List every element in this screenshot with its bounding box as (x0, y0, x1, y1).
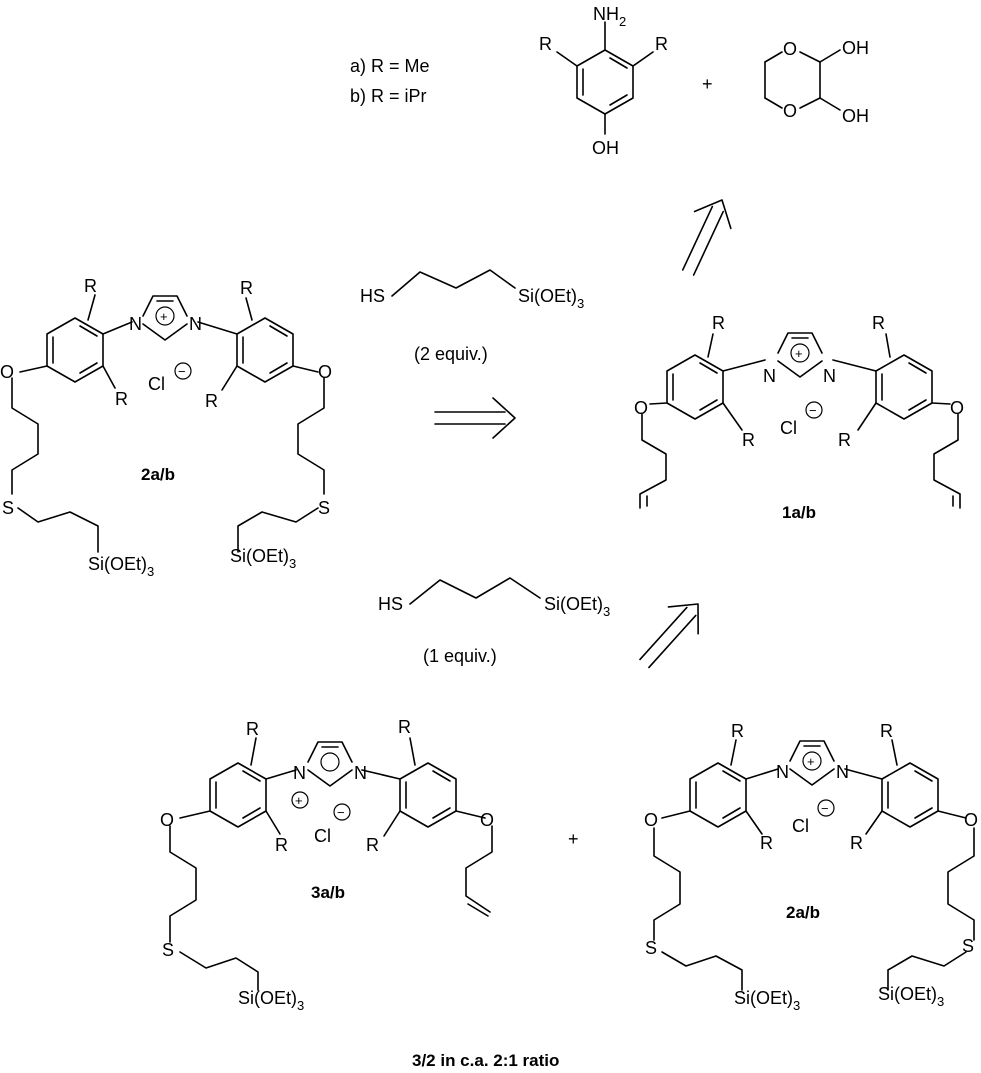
r-label: R (275, 835, 288, 855)
charge-sign: + (807, 754, 815, 769)
r-label: R (838, 430, 851, 450)
hydroxyl-label: OH (842, 106, 869, 126)
nitrogen-label: N (129, 314, 142, 334)
ether-oxygen: O (644, 810, 658, 830)
chloride-label: Cl (792, 816, 809, 836)
silyl-label: Si(OEt)3 (238, 988, 304, 1013)
r-label: R (115, 389, 128, 409)
compound-1: R R R R N N + Cl − O O 1a/b (634, 313, 964, 522)
equivalents-label: (1 equiv.) (423, 646, 497, 666)
legend: a) R = Me b) R = iPr (350, 56, 430, 106)
sulfur-label: S (962, 936, 974, 956)
thiol-reagent-top: HS Si(OEt)3 (2 equiv.) (360, 269, 584, 364)
charge-sign: − (337, 805, 345, 820)
sulfur-label: S (2, 498, 14, 518)
r-label: R (742, 430, 755, 450)
thiol-label: HS (360, 286, 385, 306)
ether-oxygen: O (964, 810, 978, 830)
compound-label: 1a/b (782, 503, 816, 522)
ether-oxygen: O (160, 810, 174, 830)
charge-sign: − (178, 364, 186, 379)
r-label: R (712, 313, 725, 333)
thiol-label: HS (378, 594, 403, 614)
compound-label: 3a/b (311, 883, 345, 902)
aminophenol: NH2 R R OH (539, 4, 668, 158)
compound-label: 2a/b (786, 903, 820, 922)
r-label: R (398, 717, 411, 737)
charge-sign: − (809, 403, 817, 418)
retro-arrow-right (434, 397, 516, 439)
ether-oxygen: O (0, 362, 14, 382)
charge-sign: + (795, 346, 803, 361)
chloride-label: Cl (780, 418, 797, 438)
r-label: R (205, 391, 218, 411)
amine-label: NH2 (593, 4, 626, 29)
legend-line-a: a) R = Me (350, 56, 430, 76)
r-label: R (240, 278, 253, 298)
ring-oxygen: O (783, 39, 797, 59)
chloride-label: Cl (314, 826, 331, 846)
ether-oxygen: O (480, 810, 494, 830)
charge-sign: + (160, 309, 168, 324)
nitrogen-label: N (354, 763, 367, 783)
sulfur-label: S (645, 938, 657, 958)
silyl-label: Si(OEt)3 (88, 554, 154, 579)
chloride-label: Cl (148, 374, 165, 394)
plus-sign: + (702, 74, 713, 94)
r-label: R (850, 833, 863, 853)
ether-oxygen: O (950, 398, 964, 418)
r-label: R (655, 34, 668, 54)
charge-sign: + (295, 793, 303, 808)
r-label: R (539, 34, 552, 54)
retro-arrow-diagonal (628, 589, 714, 678)
hydroxyl-label: OH (842, 38, 869, 58)
compound-label: 2a/b (141, 465, 175, 484)
sulfur-label: S (318, 498, 330, 518)
r-label: R (760, 833, 773, 853)
silyl-label: Si(OEt)3 (518, 286, 584, 311)
r-label: R (731, 721, 744, 741)
charge-sign: − (821, 801, 829, 816)
legend-line-b: b) R = iPr (350, 86, 427, 106)
dioxane-diol: O O OH OH (764, 38, 869, 126)
retro-arrow-up (669, 190, 741, 282)
nitrogen-label: N (189, 314, 202, 334)
ratio-footnote: 3/2 in c.a. 2:1 ratio (412, 1051, 559, 1070)
r-label: R (84, 276, 97, 296)
ether-oxygen: O (634, 398, 648, 418)
nitrogen-label: N (763, 366, 776, 386)
r-label: R (880, 721, 893, 741)
silyl-label: Si(OEt)3 (230, 546, 296, 571)
r-label: R (246, 719, 259, 739)
nitrogen-label: N (776, 762, 789, 782)
compound-2-top: R R R R N N + Cl − O O S S Si(OEt)3 Si(O… (0, 276, 332, 579)
nitrogen-label: N (823, 366, 836, 386)
nitrogen-label: N (293, 763, 306, 783)
silyl-label: Si(OEt)3 (734, 988, 800, 1013)
hydroxyl-label: OH (592, 138, 619, 158)
nitrogen-label: N (836, 762, 849, 782)
ether-oxygen: O (318, 362, 332, 382)
thiol-reagent-bottom: HS Si(OEt)3 (1 equiv.) (378, 577, 610, 666)
ring-oxygen: O (783, 101, 797, 121)
plus-sign: + (568, 829, 579, 849)
compound-2-bottom: R R R R N N + Cl − O O S S Si(OEt)3 Si(O… (644, 721, 978, 1013)
silyl-label: Si(OEt)3 (544, 594, 610, 619)
r-label: R (872, 313, 885, 333)
silyl-label: Si(OEt)3 (878, 984, 944, 1009)
equivalents-label: (2 equiv.) (414, 344, 488, 364)
r-label: R (366, 835, 379, 855)
sulfur-label: S (162, 940, 174, 960)
compound-3: R R R R N N + Cl − O O S Si(OEt)3 3a/b (160, 717, 494, 1013)
